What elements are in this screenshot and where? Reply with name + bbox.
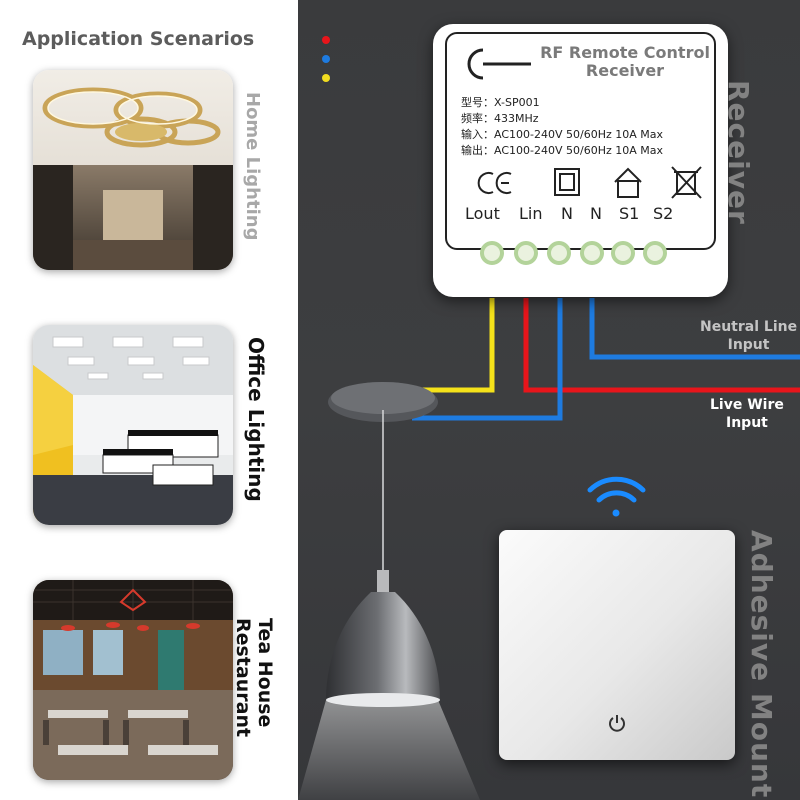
power-icon[interactable]: [607, 713, 627, 733]
wire-blue-neutral: [589, 298, 800, 360]
neutral-line-label-line1: Neutral Line: [700, 319, 798, 335]
restaurant-label: Tea House Restaurant: [232, 618, 276, 737]
pendant-lamp-shade: [326, 592, 440, 700]
neutral-line-label-line2: Input: [727, 337, 770, 353]
color-dot-yellow: [322, 74, 330, 82]
terminal-hole: [643, 241, 667, 265]
terminal-hole: [547, 241, 571, 265]
restaurant-image: [33, 580, 233, 780]
scenario-card-restaurant: [33, 580, 233, 780]
live-wire-label-line1: Live Wire: [710, 397, 784, 413]
wireless-wall-switch[interactable]: [499, 530, 735, 760]
color-dot-red: [322, 36, 330, 44]
spec-output: 输出：AC100-240V 50/60Hz 10A Max: [461, 144, 663, 157]
weee-bin-icon: [671, 166, 702, 199]
terminal-lout: Lout: [465, 204, 500, 223]
restaurant-label-line1: Tea House: [254, 618, 276, 728]
ce-mark-icon: [477, 172, 512, 194]
receiver-title-line1: RF Remote Control: [540, 43, 710, 62]
spec-input: 输入：AC100-240V 50/60Hz 10A Max: [461, 128, 663, 141]
terminal-s2: S2: [653, 204, 674, 223]
receiver-side-label: Receiver: [722, 80, 755, 225]
terminal-hole: [580, 241, 604, 265]
scenario-card-office: [33, 325, 233, 525]
terminal-hole: [514, 241, 538, 265]
adhesive-mount-label: Adhesive Mount: [745, 530, 778, 799]
terminal-lin: Lin: [519, 204, 543, 223]
application-scenarios-panel: Application Scenarios: [0, 0, 298, 800]
receiver-title-line2: Receiver: [585, 61, 665, 80]
spec-model: 型号：X-SP001: [461, 96, 540, 109]
live-wire-label: Live Wire Input: [710, 396, 784, 432]
receiver-title: RF Remote Control Receiver: [535, 44, 715, 80]
receiver-label-panel: RF Remote Control Receiver 型号：X-SP001 频率…: [445, 32, 716, 250]
rf-receiver-module: RF Remote Control Receiver 型号：X-SP001 频率…: [433, 24, 728, 297]
color-dot-blue: [322, 55, 330, 63]
terminal-hole: [611, 241, 635, 265]
certification-icons: [477, 166, 702, 199]
wire-blue-lamp: [412, 298, 563, 421]
double-insulation-icon: [554, 168, 580, 196]
home-lighting-label: Home Lighting: [242, 92, 263, 241]
section-title: Application Scenarios: [22, 28, 255, 50]
wire-yellow: [418, 298, 495, 393]
scenario-card-home: [33, 70, 233, 270]
office-lighting-image: [33, 325, 233, 525]
office-lighting-label: Office Lighting: [244, 337, 268, 502]
wire-red: [523, 298, 800, 393]
terminal-n2: N: [590, 204, 602, 223]
neutral-line-label: Neutral Line Input: [700, 318, 797, 354]
indoor-use-icon: [614, 167, 642, 198]
spec-frequency: 频率：433MHz: [461, 112, 539, 125]
terminal-s1: S1: [619, 204, 640, 223]
terminal-hole: [480, 241, 504, 265]
terminal-n1: N: [561, 204, 573, 223]
antenna-icon: [467, 48, 531, 80]
home-lighting-image: [33, 70, 233, 270]
lamp-socket: [377, 570, 389, 592]
lamp-light-beam: [298, 700, 480, 800]
wifi-signal-icon: [587, 476, 646, 517]
restaurant-label-line2: Restaurant: [232, 618, 254, 738]
live-wire-label-line2: Input: [726, 415, 768, 431]
